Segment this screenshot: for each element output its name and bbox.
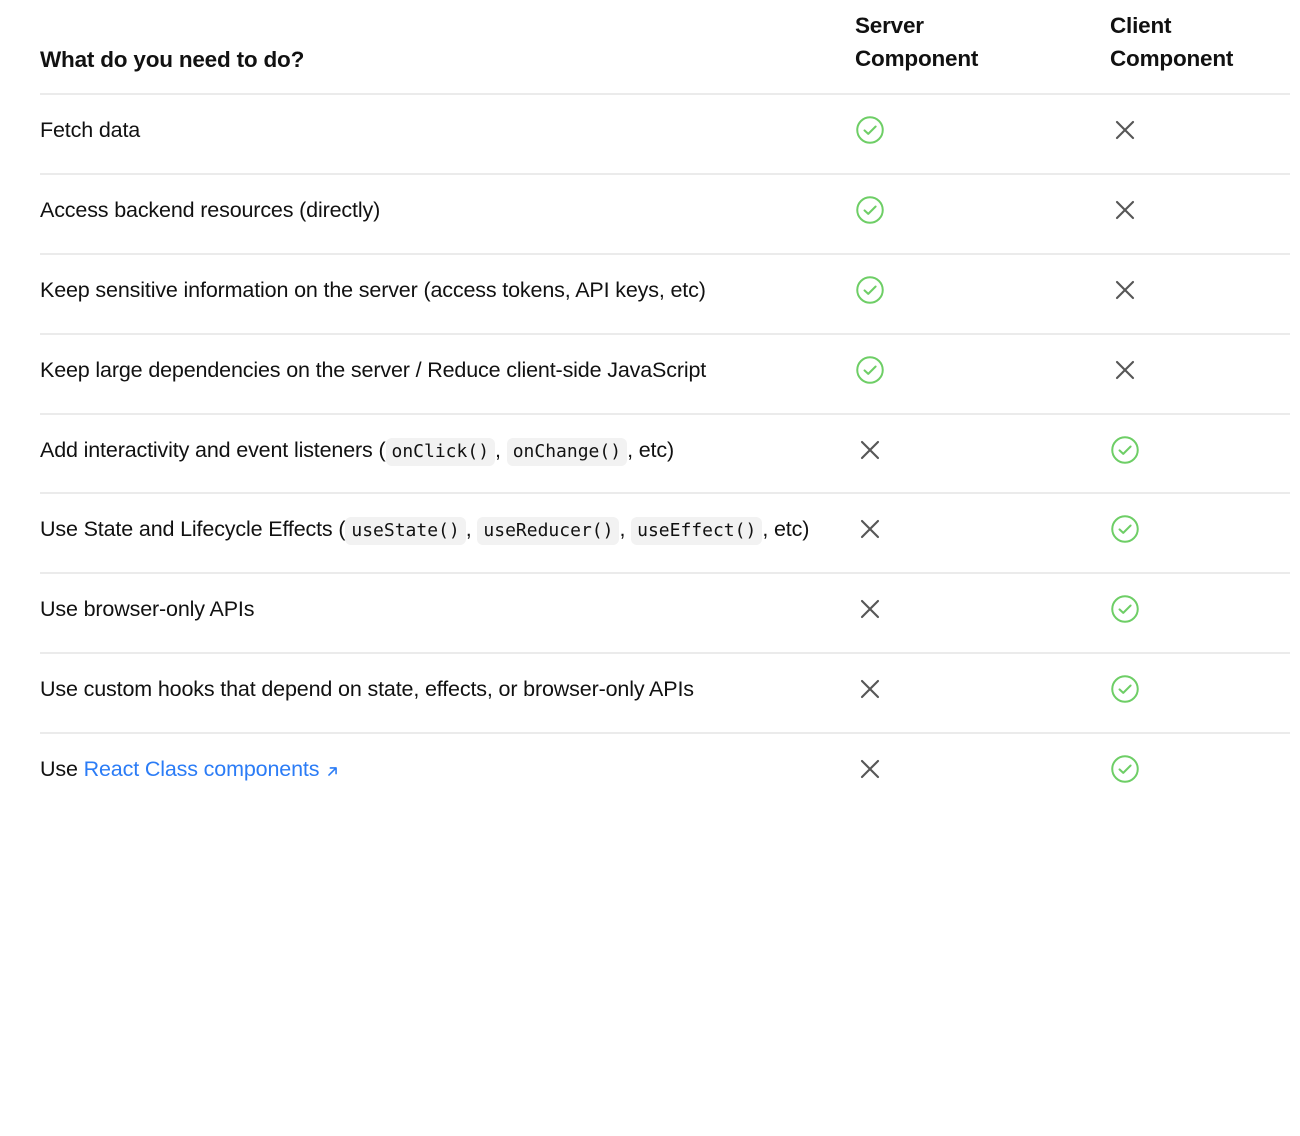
cell-server-component-support: [855, 253, 1110, 335]
table-row: Use React Class components: [40, 733, 1290, 812]
cell-client-component-support: [1110, 333, 1290, 415]
code-chip-1: useReducer(): [477, 517, 620, 546]
task-text: Use custom hooks that depend on state, e…: [40, 677, 694, 702]
cell-task-description: Use browser-only APIs: [40, 573, 855, 655]
task-text: Use State and Lifecycle Effects (: [40, 517, 346, 542]
task-separator: ,: [495, 437, 507, 462]
server-client-comparison-table: What do you need to do? Server Component…: [40, 0, 1290, 812]
code-chip-2: useEffect(): [631, 517, 763, 546]
task-text: Use: [40, 756, 84, 781]
check-circle-icon: [855, 355, 885, 385]
check-circle-icon: [1110, 674, 1140, 704]
cross-icon: [1110, 195, 1140, 225]
code-chip-0: useState(): [345, 517, 466, 546]
column-header-client-line-2: Component: [1110, 45, 1234, 71]
task-text: Add interactivity and event listeners (: [40, 437, 386, 462]
table-header: What do you need to do? Server Component…: [40, 0, 1290, 96]
column-header-what-line-1: What do you need to do?: [40, 46, 305, 72]
table-header-row: What do you need to do? Server Component…: [40, 0, 1290, 96]
cross-icon: [1110, 275, 1140, 305]
table-row: Use browser-only APIs: [40, 573, 1290, 655]
cell-client-component-support: [1110, 653, 1290, 734]
cell-server-component-support: [855, 573, 1110, 655]
cell-client-component-support: [1110, 733, 1290, 812]
table-row: Access backend resources (directly): [40, 174, 1290, 255]
check-circle-icon: [1110, 754, 1140, 784]
cell-task-description: Keep sensitive information on the server…: [40, 253, 855, 335]
cross-icon: [855, 435, 885, 465]
table-row: Keep sensitive information on the server…: [40, 253, 1290, 335]
cell-client-component-support: [1110, 573, 1290, 655]
column-header-server-component: Server Component: [855, 0, 1110, 96]
external-link-arrow-icon: [323, 753, 342, 788]
cell-server-component-support: [855, 653, 1110, 734]
cross-icon: [1110, 115, 1140, 145]
table-row: Keep large dependencies on the server / …: [40, 333, 1290, 415]
cell-server-component-support: [855, 493, 1110, 575]
cross-icon: [855, 754, 885, 784]
cell-client-component-support: [1110, 253, 1290, 335]
task-text: Keep large dependencies on the server / …: [40, 357, 707, 382]
task-text: Access backend resources (directly): [40, 198, 381, 223]
cell-task-description: Use State and Lifecycle Effects (useStat…: [40, 493, 855, 575]
code-chip-1: onChange(): [506, 437, 628, 466]
table-row: Use State and Lifecycle Effects (useStat…: [40, 493, 1290, 575]
react-class-components-link[interactable]: React Class components: [84, 757, 343, 781]
cell-client-component-support: [1110, 94, 1290, 176]
task-separator: ,: [619, 517, 632, 542]
column-header-client-component: Client Component: [1110, 0, 1290, 96]
check-circle-icon: [855, 195, 885, 225]
task-text-suffix: , etc): [627, 437, 674, 462]
task-separator: ,: [465, 517, 478, 542]
task-text: Fetch data: [40, 118, 141, 143]
column-header-what: What do you need to do?: [40, 0, 855, 96]
check-circle-icon: [855, 275, 885, 305]
table-row: Add interactivity and event listeners (o…: [40, 413, 1290, 495]
cell-client-component-support: [1110, 493, 1290, 575]
task-text: Keep sensitive information on the server…: [40, 277, 706, 302]
cell-task-description: Add interactivity and event listeners (o…: [40, 413, 855, 495]
task-text-suffix: , etc): [762, 517, 810, 542]
check-circle-icon: [1110, 435, 1140, 465]
cell-task-description: Keep large dependencies on the server / …: [40, 333, 855, 415]
check-circle-icon: [1110, 514, 1140, 544]
code-chip-0: onClick(): [385, 437, 496, 466]
cell-task-description: Fetch data: [40, 94, 855, 176]
cell-task-description: Use React Class components: [40, 733, 855, 812]
link-label: React Class components: [83, 756, 320, 781]
cell-server-component-support: [855, 174, 1110, 255]
cell-task-description: Use custom hooks that depend on state, e…: [40, 653, 855, 734]
table-row: Fetch data: [40, 94, 1290, 176]
check-circle-icon: [855, 115, 885, 145]
cell-task-description: Access backend resources (directly): [40, 174, 855, 255]
cross-icon: [1110, 355, 1140, 385]
cell-server-component-support: [855, 413, 1110, 495]
cell-client-component-support: [1110, 174, 1290, 255]
column-header-client-line-1: Client: [1110, 13, 1172, 38]
cell-client-component-support: [1110, 413, 1290, 495]
cross-icon: [855, 594, 885, 624]
cell-server-component-support: [855, 333, 1110, 415]
cell-server-component-support: [855, 94, 1110, 176]
column-header-server-line-2: Component: [855, 45, 979, 71]
check-circle-icon: [1110, 594, 1140, 624]
task-text: Use browser-only APIs: [40, 597, 255, 622]
cross-icon: [855, 514, 885, 544]
cell-server-component-support: [855, 733, 1110, 812]
cross-icon: [855, 674, 885, 704]
table-row: Use custom hooks that depend on state, e…: [40, 653, 1290, 734]
column-header-server-line-1: Server: [855, 13, 924, 38]
